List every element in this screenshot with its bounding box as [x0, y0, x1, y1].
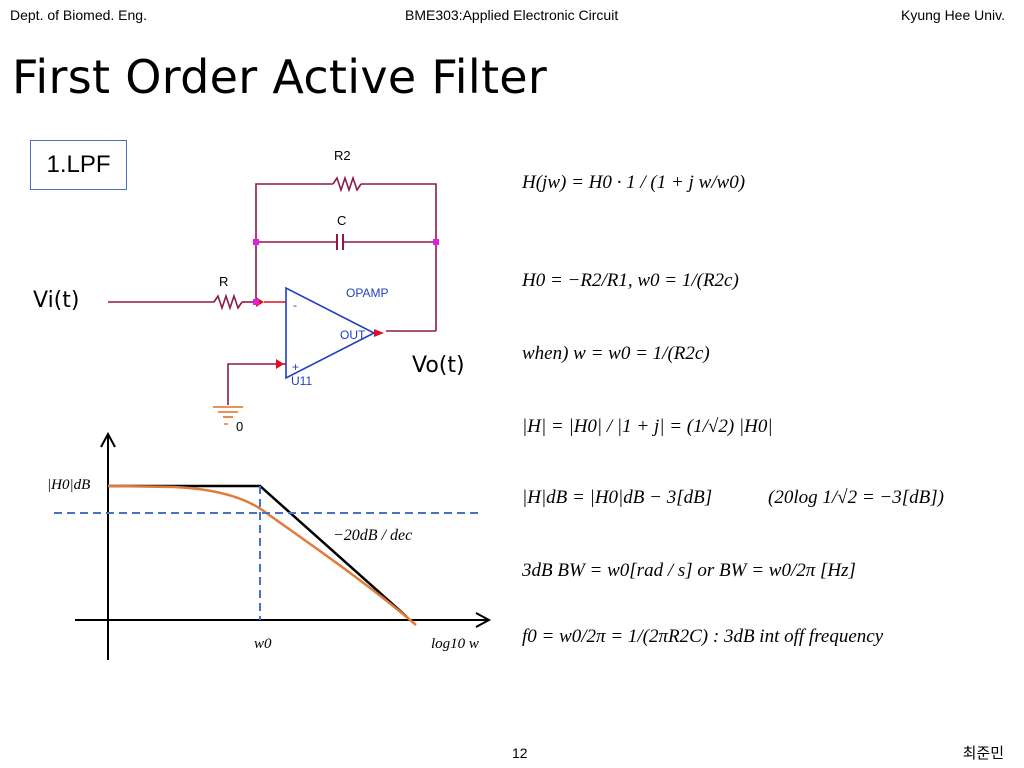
r2-wire-right	[361, 183, 437, 331]
label-opamp: OPAMP	[346, 286, 389, 300]
bode-w0-label: w0	[254, 636, 272, 652]
bode-x-axis-label: log10 w	[431, 636, 479, 652]
eq-transfer-function: H(jw) = H0 · 1 / (1 + j w/w0)	[522, 172, 746, 193]
label-plus: +	[292, 360, 300, 374]
slide-title: First Order Active Filter	[12, 50, 548, 104]
label-c: C	[337, 213, 347, 228]
section-label: 1.LPF	[46, 151, 111, 178]
bode-x-arrow	[475, 612, 492, 628]
r2-wire	[255, 183, 333, 300]
section-label-box: 1.LPF	[30, 140, 127, 190]
node-top-right	[433, 239, 439, 245]
label-vo: Vo(t)	[412, 353, 465, 378]
opamp-symbol	[285, 286, 376, 380]
bode-y-label: |H0|dB	[47, 477, 91, 493]
bode-response	[107, 484, 417, 626]
node-input	[253, 299, 259, 305]
author-name: 최준민	[962, 745, 1004, 762]
eq-bandwidth: 3dB BW = w0[rad / s] or BW = w0/2π [Hz]	[522, 560, 856, 581]
eq-when: when) w = w0 = 1/(R2c)	[522, 343, 710, 364]
eq-db-note: (20log 1/√2 = −3[dB])	[768, 487, 944, 508]
label-vi: Vi(t)	[33, 288, 80, 313]
pin-noninverting	[276, 359, 284, 369]
header-department: Dept. of Biomed. Eng.	[10, 7, 147, 23]
ground-wire	[227, 363, 286, 405]
eq-cutoff: f0 = w0/2π = 1/(2πR2C) : 3dB int off fre…	[522, 626, 884, 647]
label-minus: -	[293, 298, 297, 312]
header-university: Kyung Hee Univ.	[900, 7, 1005, 23]
label-out: OUT	[340, 328, 366, 342]
bode-y-arrow	[100, 431, 116, 448]
node-top-left	[253, 239, 259, 245]
eq-magnitude: |H| = |H0| / |1 + j| = (1/√2) |H0|	[522, 416, 773, 437]
r-resistor	[213, 293, 243, 311]
label-r2: R2	[334, 148, 351, 163]
label-ground: 0	[236, 419, 244, 434]
header-course: BME303:Applied Electronic Circuit	[405, 7, 619, 23]
label-part: U11	[291, 374, 313, 388]
bode-slope-label: −20dB / dec	[333, 527, 413, 544]
r2-resistor	[332, 175, 362, 193]
label-r: R	[219, 274, 229, 289]
page-number: 12	[512, 745, 528, 761]
eq-db: |H|dB = |H0|dB − 3[dB]	[522, 487, 713, 508]
eq-gain-corner: H0 = −R2/R1, w0 = 1/(R2c)	[522, 270, 739, 291]
pin-output	[374, 329, 384, 337]
